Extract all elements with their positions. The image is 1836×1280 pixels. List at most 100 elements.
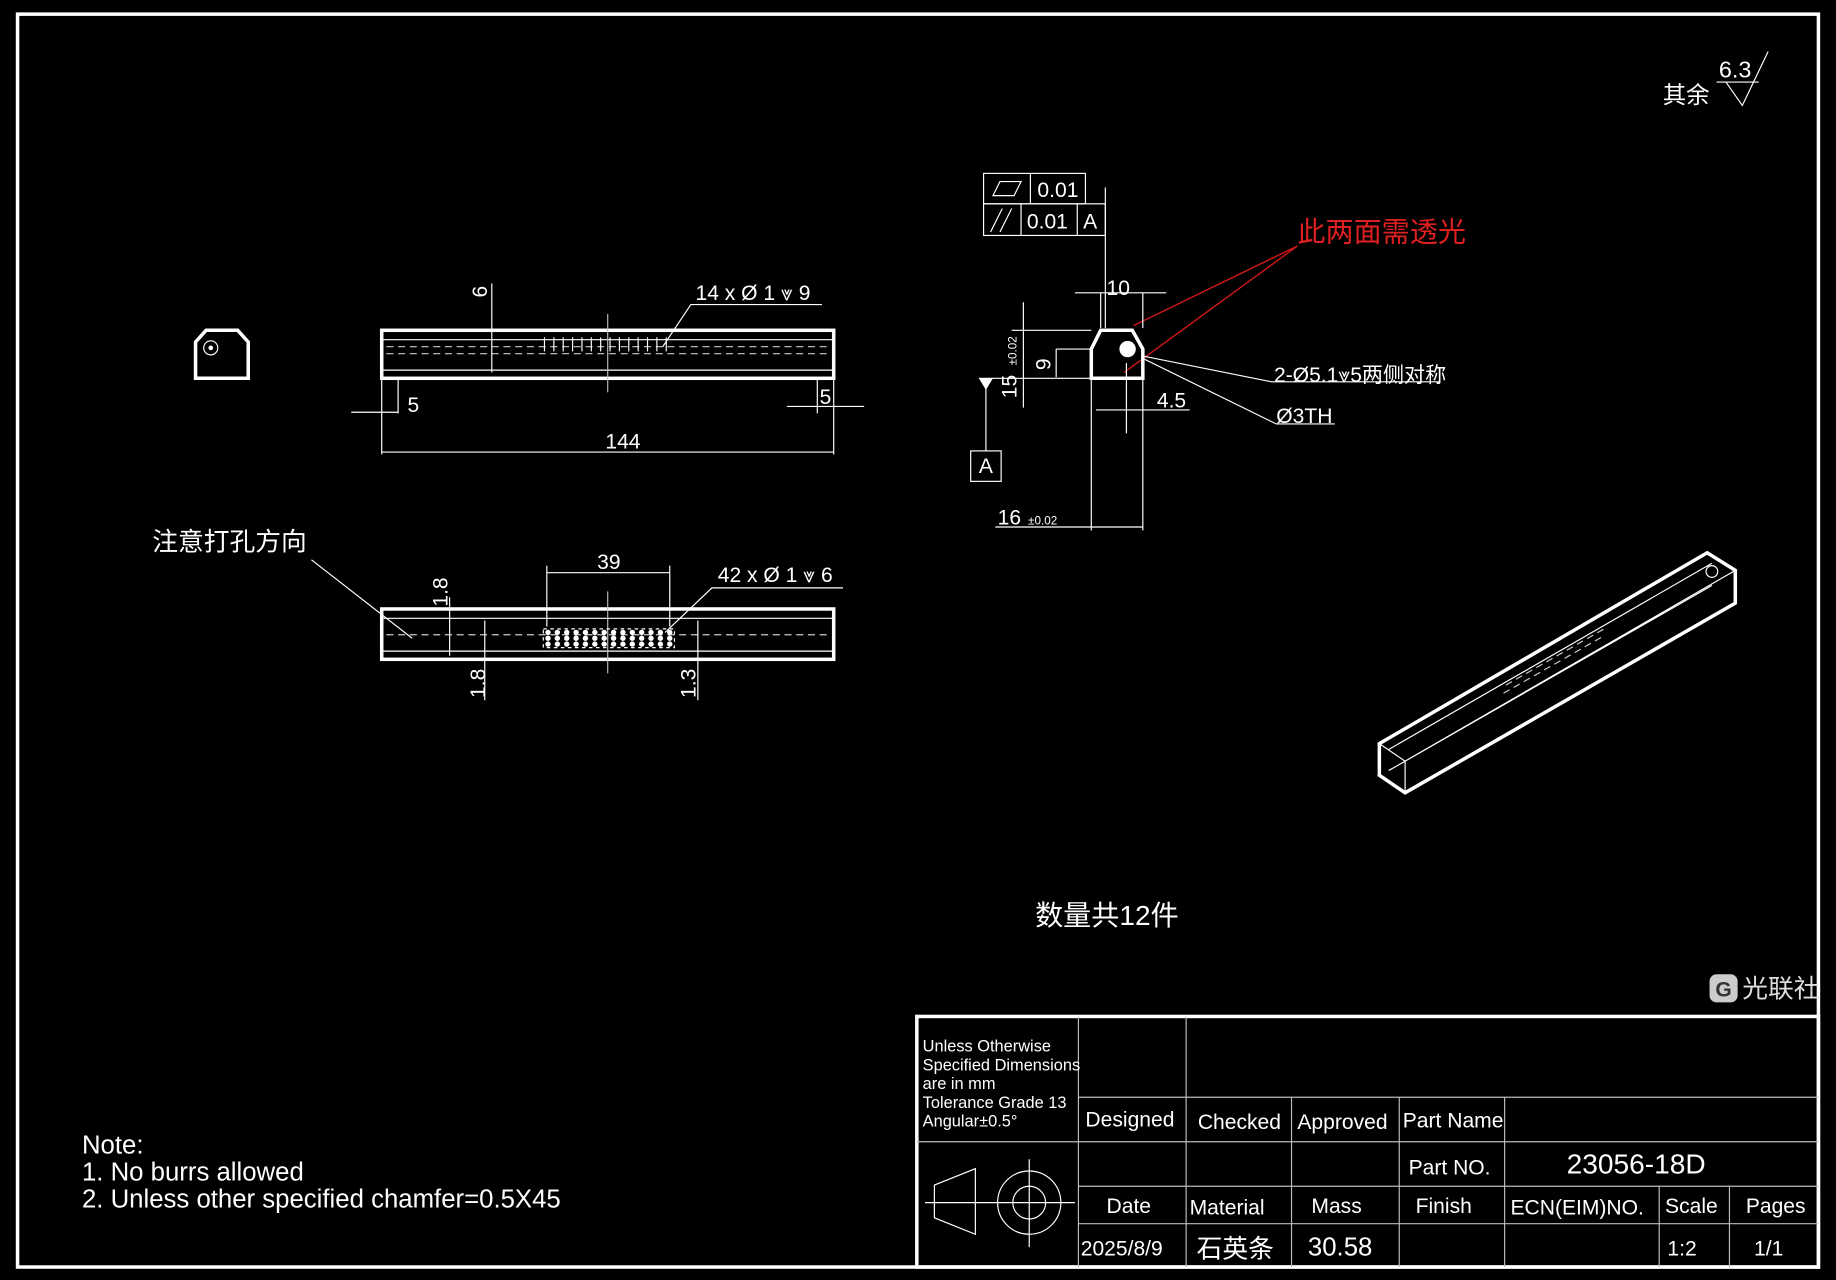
dim-pattern-39: 39 — [597, 551, 620, 574]
bottom-view: 注意打孔方向 39 42 x Ø 1 ⩔ 6 1.8 1.8 1.3 — [152, 527, 844, 701]
hole-dot — [648, 641, 654, 647]
hole-pattern — [542, 628, 676, 649]
dim-1-3: 1.3 — [678, 669, 701, 698]
hole-dot — [573, 635, 579, 641]
hole-dot — [554, 629, 561, 636]
hole-dot — [638, 629, 645, 636]
hole-dot — [592, 641, 598, 647]
hole-dot — [667, 641, 673, 647]
dim-hole-9: 9 — [1032, 358, 1055, 370]
feature-control-frame: 0.01 0.01 A — [982, 172, 1106, 328]
drilling-direction-note: 注意打孔方向 — [152, 527, 306, 556]
hole-dot — [629, 635, 635, 641]
general-note-4: Tolerance Grade 13 — [923, 1094, 1067, 1112]
top-view: 6 14 x Ø 1 ⩔ 9 5 5 144 — [351, 282, 865, 455]
hole-dot — [564, 641, 570, 647]
note-2: 2. Unless other specified chamfer=0.5X45 — [82, 1185, 561, 1213]
dim-top-10: 10 — [1107, 277, 1130, 300]
hole-dot — [601, 641, 607, 647]
dim-1-8-a: 1.8 — [429, 577, 452, 606]
watermark-text: 光联社 — [1742, 975, 1819, 1004]
hole-callout-1: 2-Ø5.1⩔5两侧对称 — [1274, 363, 1446, 387]
title-block: Unless Otherwise Specified Dimensions ar… — [915, 1014, 1821, 1269]
surface-roughness-symbol: 其余 6.3 — [1663, 51, 1769, 108]
hole-dot — [582, 635, 589, 641]
hole-dot — [620, 629, 626, 636]
hole-dot — [657, 635, 664, 641]
hole-dot — [582, 641, 589, 647]
red-note-transparent-faces: 此两面需透光 — [1297, 216, 1466, 247]
watermark-logo-icon: G — [1715, 979, 1731, 1002]
hole-dot — [564, 635, 570, 641]
dim-left-5: 5 — [407, 394, 419, 417]
hole-dot — [648, 629, 654, 636]
dim-offset-4-5: 4.5 — [1157, 390, 1186, 413]
dim-height-15: 15 — [998, 375, 1021, 398]
notes: Note: 1. No burrs allowed 2. Unless othe… — [82, 1131, 561, 1213]
approved-label: Approved — [1297, 1111, 1387, 1134]
scale-label: Scale — [1665, 1195, 1718, 1218]
material-value: 石英条 — [1197, 1235, 1274, 1264]
hole-dot — [629, 629, 635, 636]
hole-dot — [667, 629, 673, 636]
notes-title: Note: — [82, 1131, 144, 1159]
hole-dot — [545, 641, 551, 647]
general-note-3: are in mm — [923, 1075, 996, 1093]
fcf-flatness-value: 0.01 — [1037, 179, 1078, 202]
pages-label: Pages — [1746, 1195, 1806, 1218]
hole-dot — [620, 641, 626, 647]
datum-a: A — [979, 455, 993, 478]
hole-dot — [657, 629, 664, 636]
roughness-value: 6.3 — [1719, 56, 1752, 82]
hole-dot — [554, 641, 561, 647]
dim-right-5: 5 — [820, 386, 832, 409]
designed-label: Designed — [1085, 1109, 1174, 1132]
projection-symbol-icon — [925, 1159, 1075, 1248]
section-view: 0.01 0.01 A 此两面需透光 10 15 ±0.02 9 2-Ø5.1⩔… — [970, 172, 1466, 531]
hole-dot — [610, 641, 617, 647]
hole-dot — [545, 629, 551, 636]
hole-dot — [620, 635, 626, 641]
hole-dot — [573, 629, 579, 636]
isometric-view — [1377, 550, 1738, 795]
watermark: G 光联社 — [1709, 974, 1820, 1004]
hole-callout-top: 14 x Ø 1 ⩔ 9 — [696, 282, 811, 305]
hole-callout-2: Ø3TH — [1276, 405, 1332, 428]
hole-dot — [592, 629, 598, 636]
dim-1-8-b: 1.8 — [467, 669, 490, 698]
date-label: Date — [1107, 1195, 1151, 1218]
quantity-note: 数量共12件 — [1035, 900, 1179, 931]
note-1: 1. No burrs allowed — [82, 1158, 304, 1186]
hole-dot — [629, 641, 635, 647]
fcf-parallel-value: 0.01 — [1027, 210, 1068, 233]
general-note-5: Angular±0.5° — [923, 1113, 1018, 1131]
hole-dot — [610, 629, 617, 636]
end-view-small — [193, 328, 250, 381]
dim-width-16: 16 — [998, 507, 1021, 530]
hole-dot — [601, 629, 607, 636]
hole-dot — [564, 629, 570, 636]
parallelism-icon — [990, 208, 1013, 233]
dim-length-144: 144 — [605, 431, 640, 454]
mass-value: 30.58 — [1308, 1233, 1372, 1261]
roughness-label: 其余 — [1663, 82, 1710, 108]
hole-dot — [648, 635, 654, 641]
pages-value: 1/1 — [1754, 1237, 1783, 1260]
hole-dot — [582, 629, 589, 636]
hole-dot — [638, 641, 645, 647]
hole-dot — [573, 641, 579, 647]
material-label: Material — [1190, 1196, 1265, 1219]
hole-dot — [601, 635, 607, 641]
hole-dot — [545, 635, 551, 641]
hole-dot — [610, 635, 617, 641]
mass-label: Mass — [1311, 1195, 1361, 1218]
dim-height-tol: ±0.02 — [1006, 336, 1019, 365]
hole-dot — [554, 635, 561, 641]
hole-dot — [667, 635, 673, 641]
dim-width-tol: ±0.02 — [1028, 515, 1057, 528]
general-note-1: Unless Otherwise — [923, 1038, 1051, 1056]
date-value: 2025/8/9 — [1081, 1237, 1163, 1260]
part-name-label: Part Name — [1403, 1110, 1504, 1133]
hole-dot — [657, 641, 664, 647]
